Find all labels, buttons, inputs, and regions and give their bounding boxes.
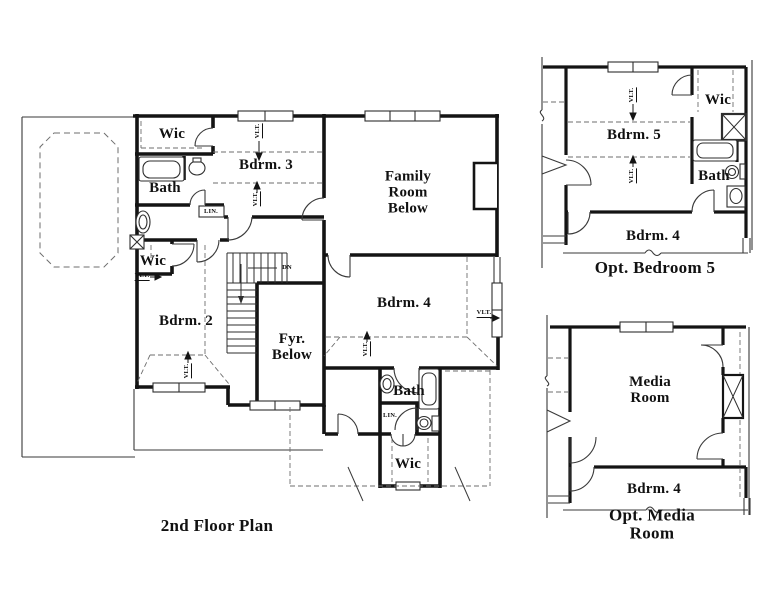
bath-fixtures bbox=[129, 156, 440, 432]
garage-outline bbox=[21, 116, 501, 458]
windows bbox=[152, 110, 503, 491]
vlt-label-bdrm5-bottom: VLT. bbox=[628, 168, 637, 184]
inset-bedroom5-fixtures bbox=[692, 112, 748, 208]
attic-dashed-outline bbox=[39, 132, 119, 268]
room-label-fyr-below: Fyr. Below bbox=[271, 330, 313, 363]
inset-bedroom5-windows bbox=[607, 61, 659, 73]
vault-arrows bbox=[150, 141, 501, 363]
inset-media-caption: Opt. Media Room bbox=[608, 505, 696, 543]
vlt-label-bdrm4-right: VLT. bbox=[476, 309, 492, 318]
room-label-media-room: Media Room bbox=[629, 373, 671, 406]
inset-media-fixtures bbox=[721, 373, 745, 420]
inset-bedroom5-dashes bbox=[543, 70, 734, 158]
vault-dashes bbox=[136, 121, 498, 482]
inset-media-windows bbox=[619, 321, 674, 333]
inset-bedroom5-doors bbox=[565, 74, 715, 235]
closet-label-lin-upper: LIN. bbox=[204, 207, 218, 215]
main-plan-caption: 2nd Floor Plan bbox=[160, 515, 274, 535]
room-label-bdrm4-bedroom5: Bdrm. 4 bbox=[626, 227, 680, 244]
room-label-bath-upper: Bath bbox=[149, 179, 181, 196]
vlt-label-bdrm2-left: VLT. bbox=[134, 272, 150, 281]
room-label-bath-lower: Bath bbox=[393, 382, 425, 399]
main-walls bbox=[133, 114, 500, 488]
room-label-bdrm2: Bdrm. 2 bbox=[159, 312, 213, 329]
inset-media-thin bbox=[544, 315, 751, 518]
room-label-family-room-below: Family Room Below bbox=[384, 168, 432, 218]
chimney bbox=[472, 161, 497, 211]
inset-bedroom5-caption: Opt. Bedroom 5 bbox=[594, 257, 716, 277]
room-label-wic-bottom: Wic bbox=[394, 455, 422, 472]
room-label-bath-bedroom5: Bath bbox=[698, 167, 730, 184]
stairs bbox=[226, 252, 288, 354]
room-label-bdrm3: Bdrm. 3 bbox=[239, 156, 293, 173]
roof-dashes bbox=[289, 370, 491, 487]
room-label-bdrm4: Bdrm. 4 bbox=[377, 294, 431, 311]
vlt-label-bdrm2-bottom: VLT. bbox=[183, 363, 192, 379]
vlt-label-bdrm5-top: VLT. bbox=[628, 87, 637, 103]
room-label-wic-mid: Wic bbox=[139, 252, 167, 269]
doors bbox=[171, 127, 420, 447]
stairs-dn-label: DN bbox=[282, 263, 292, 271]
inset-media-doors bbox=[569, 344, 724, 492]
inset-media-dashes bbox=[548, 332, 741, 497]
closet-label-lin-lower: LIN. bbox=[383, 411, 397, 419]
inset-bedroom5-arrows bbox=[629, 104, 637, 167]
roof-slope-ticks bbox=[347, 466, 471, 502]
room-label-bdrm5: Bdrm. 5 bbox=[607, 126, 661, 143]
room-label-wic-bedroom5: Wic bbox=[704, 91, 732, 108]
room-label-wic-top: Wic bbox=[158, 125, 186, 142]
vlt-label-bdrm3-bottom: VLT. bbox=[252, 191, 261, 207]
inset-bedroom5-thin bbox=[539, 57, 753, 268]
room-label-bdrm4-media: Bdrm. 4 bbox=[627, 480, 681, 497]
inset-media-walls bbox=[550, 325, 748, 503]
vlt-label-bdrm3-top: VLT. bbox=[254, 123, 263, 139]
vlt-label-bdrm4-left: VLT. bbox=[362, 341, 371, 357]
